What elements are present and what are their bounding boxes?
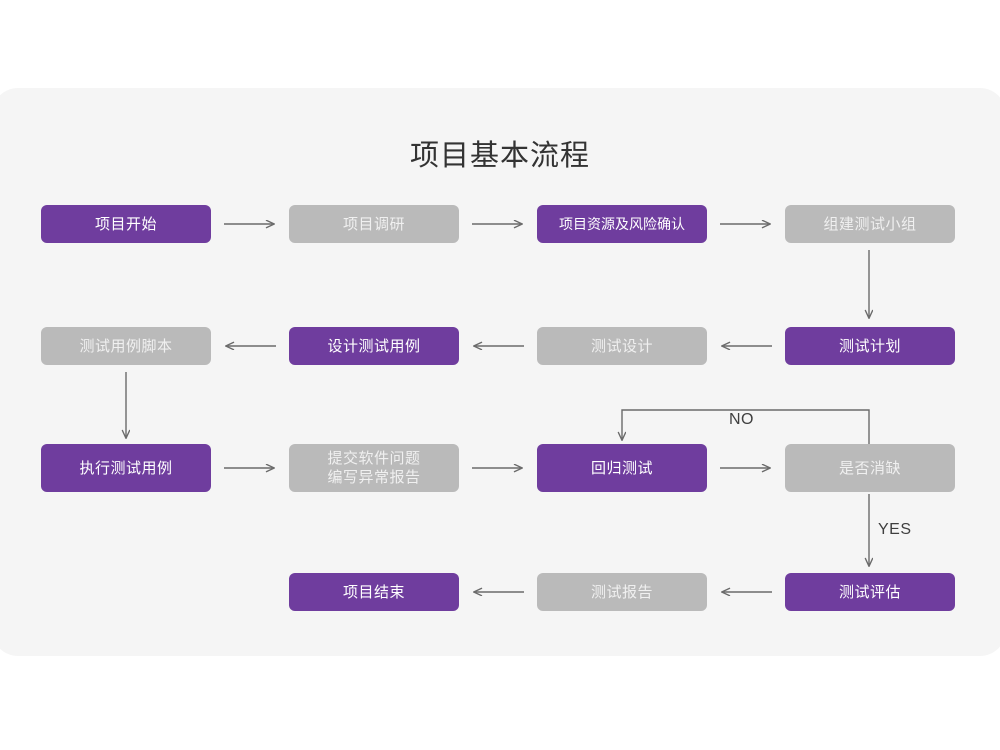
node-resource-risk[interactable]: 项目资源及风险确认	[537, 205, 707, 243]
node-build-test-team[interactable]: 组建测试小组	[785, 205, 955, 243]
node-defect-resolved[interactable]: 是否消缺	[785, 444, 955, 492]
diagram-panel	[0, 88, 1000, 656]
node-test-plan[interactable]: 测试计划	[785, 327, 955, 365]
label-no: NO	[729, 411, 754, 428]
node-design-test-case[interactable]: 设计测试用例	[289, 327, 459, 365]
node-submit-bug-report[interactable]: 提交软件问题 编写异常报告	[289, 444, 459, 492]
node-project-start[interactable]: 项目开始	[41, 205, 211, 243]
node-project-research[interactable]: 项目调研	[289, 205, 459, 243]
node-test-case-script[interactable]: 测试用例脚本	[41, 327, 211, 365]
node-test-report[interactable]: 测试报告	[537, 573, 707, 611]
node-project-end[interactable]: 项目结束	[289, 573, 459, 611]
label-yes: YES	[878, 521, 912, 538]
node-test-design[interactable]: 测试设计	[537, 327, 707, 365]
node-test-evaluation[interactable]: 测试评估	[785, 573, 955, 611]
page-title: 项目基本流程	[409, 140, 590, 172]
node-execute-test-case[interactable]: 执行测试用例	[41, 444, 211, 492]
node-regression-test[interactable]: 回归测试	[537, 444, 707, 492]
